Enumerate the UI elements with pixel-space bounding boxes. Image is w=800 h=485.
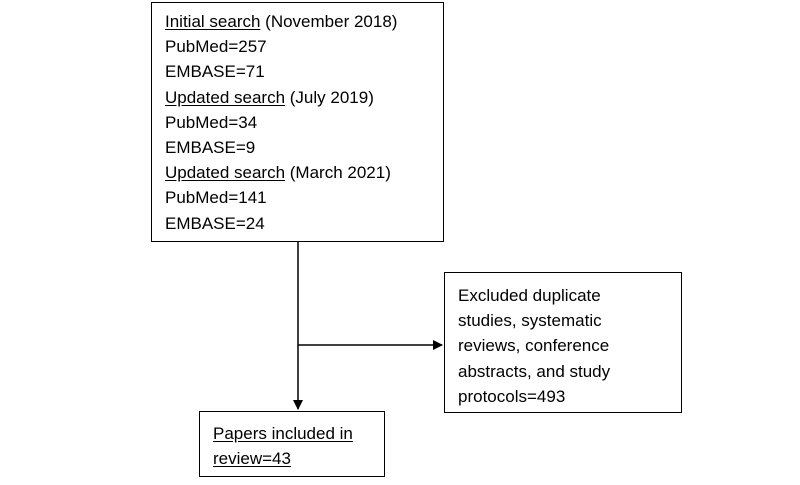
initial-search-header: Initial search (November 2018) <box>165 9 443 34</box>
search-results-box: Initial search (November 2018) PubMed=25… <box>151 2 444 242</box>
updated-search-1-date: (July 2019) <box>285 87 374 107</box>
updated-search-2-header: Updated search (March 2021) <box>165 160 443 185</box>
included-count: review=43 <box>213 449 291 469</box>
updated-search-1-label: Updated search <box>165 87 286 107</box>
excluded-line: reviews, conference <box>458 336 610 356</box>
initial-pubmed-count: PubMed=257 <box>165 37 267 57</box>
excluded-line: Excluded duplicate <box>458 286 601 305</box>
updated-search-2-label: Updated search <box>165 163 286 183</box>
included-papers-box: Papers included in review=43 <box>199 411 385 477</box>
excluded-studies-box: Excluded duplicate studies, systematic r… <box>444 272 682 413</box>
updated-1-embase-count: EMBASE=9 <box>165 138 256 158</box>
excluded-count: protocols=493 <box>458 386 566 406</box>
excluded-line: abstracts, and study <box>458 361 611 381</box>
updated-2-pubmed-count: PubMed=141 <box>165 188 267 208</box>
initial-search-date: (November 2018) <box>260 12 398 31</box>
excluded-line: studies, systematic <box>458 311 602 331</box>
initial-embase-count: EMBASE=71 <box>165 62 265 82</box>
included-line: Papers included in <box>213 424 353 443</box>
updated-1-pubmed-count: PubMed=34 <box>165 112 258 132</box>
updated-search-2-date: (March 2021) <box>285 163 391 183</box>
updated-2-embase-count: EMBASE=24 <box>165 213 265 233</box>
updated-search-1-header: Updated search (July 2019) <box>165 85 443 110</box>
initial-search-label: Initial search <box>165 12 261 31</box>
